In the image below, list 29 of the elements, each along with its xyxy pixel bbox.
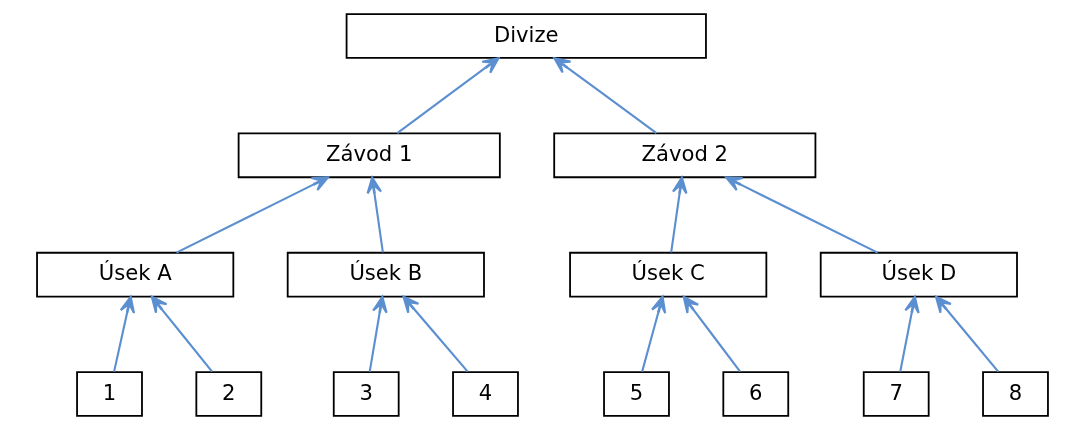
node-box: 2: [195, 371, 263, 417]
node-box: Divize: [345, 13, 707, 59]
arrow: [934, 295, 1000, 373]
node-box: 4: [452, 371, 519, 417]
arrow: [368, 295, 388, 372]
node-box: 5: [603, 371, 670, 417]
node-box: 7: [862, 371, 930, 417]
arrow: [366, 176, 384, 253]
arrow: [670, 176, 688, 253]
node-box: Úsek C: [569, 251, 768, 298]
arrow: [113, 295, 136, 372]
arrow: [402, 295, 469, 373]
node-box: Závod 2: [553, 132, 817, 179]
arrow: [682, 295, 741, 373]
node-box: Úsek D: [819, 251, 1018, 298]
arrow: [725, 176, 879, 254]
arrow: [396, 57, 500, 134]
arrow: [553, 57, 658, 134]
arrow: [899, 295, 920, 372]
node-box: Úsek A: [36, 251, 235, 298]
node-box: 3: [332, 371, 400, 417]
node-box: Závod 1: [237, 132, 501, 179]
arrow: [641, 295, 667, 372]
node-box: 8: [982, 371, 1049, 417]
arrow: [150, 295, 213, 373]
node-box: 6: [722, 371, 790, 417]
node-box: 1: [76, 371, 143, 417]
node-box: Úsek B: [286, 251, 485, 298]
arrow: [176, 176, 329, 254]
